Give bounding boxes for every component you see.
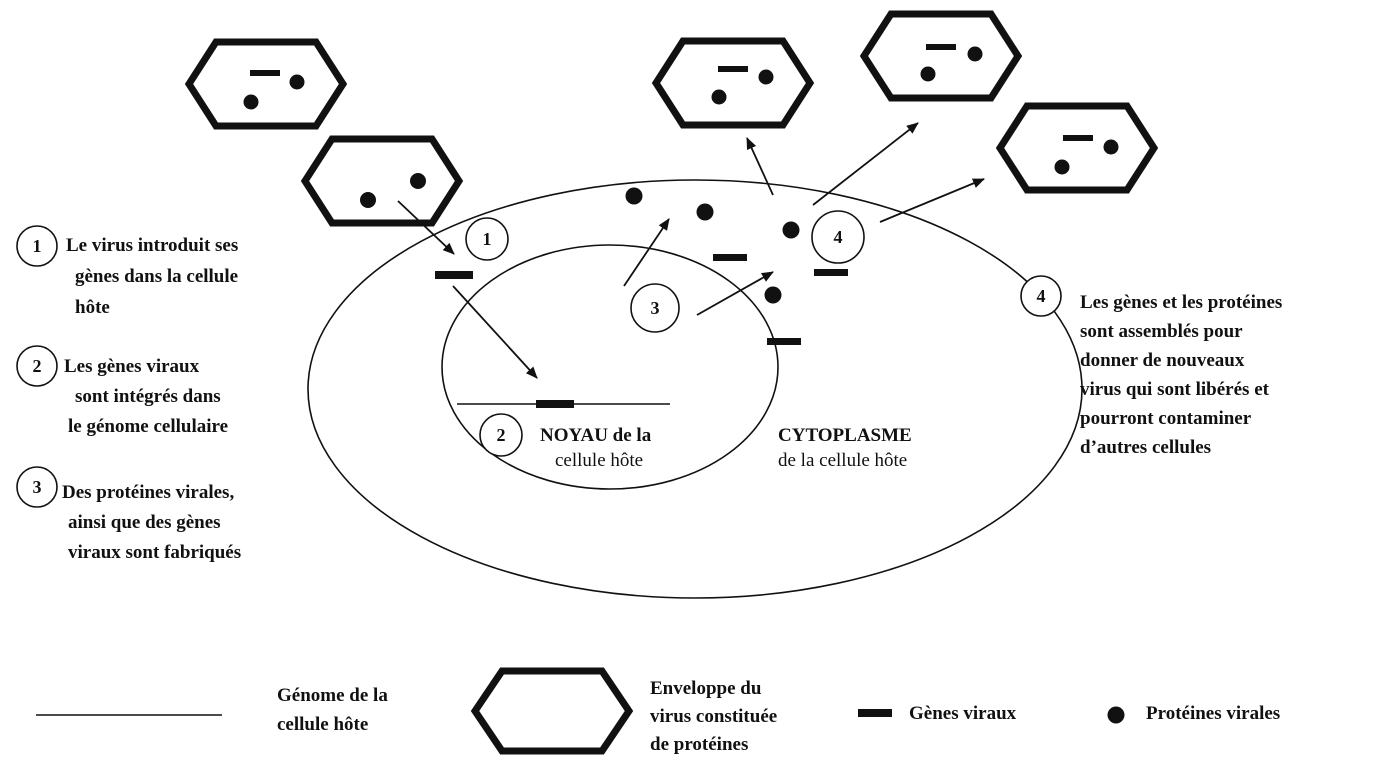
svg-text:1: 1 (483, 229, 492, 249)
arrow-step3-right (696, 271, 774, 316)
step-number-circle (16, 225, 58, 267)
svg-text:3: 3 (651, 298, 660, 318)
integrated-viral-gene (536, 400, 574, 408)
cytoplasm-label: CYTOPLASME de la cellule hôte (778, 425, 916, 471)
viral-protein (782, 221, 800, 239)
virus-envelope-entering (305, 139, 459, 223)
svg-text:4: 4 (1037, 286, 1046, 306)
viral-protein (764, 286, 782, 304)
viral-gene (1063, 135, 1093, 141)
viral-protein (360, 192, 376, 208)
legend-gene-icon (858, 709, 892, 717)
step-caption-3: 3 Des protéines virales, ainsi que des g… (16, 466, 241, 563)
viral-protein (625, 187, 643, 205)
step-number-circle (16, 466, 58, 508)
viral-protein (696, 203, 714, 221)
diagram-step-marker-2: 2 (479, 413, 523, 457)
legend-envelope-label: Enveloppe du virus constituée de protéin… (650, 678, 782, 755)
legend-protein-icon (1107, 706, 1125, 724)
svg-text:Le virus introduit ses g: Le virus introduit ses gènes dans la cel… (66, 235, 243, 318)
diagram-step-marker-1: 1 (465, 217, 509, 261)
legend-envelope-icon (470, 667, 634, 755)
viral-gene (767, 338, 801, 345)
legend: Génome de la cellule hôte Enveloppe du v… (36, 667, 1280, 755)
arrow-release-1 (746, 137, 774, 196)
nucleus-label: NOYAU de la cellule hôte (540, 425, 656, 471)
virus-envelope-new-3 (1000, 106, 1154, 190)
viral-protein (289, 74, 305, 90)
viral-gene (926, 44, 956, 50)
svg-text:3: 3 (33, 477, 42, 497)
svg-text:2: 2 (497, 425, 506, 445)
svg-text:Les gènes et les protéines: Les gènes et les protéines sont assemblé… (1080, 292, 1287, 458)
viral-protein (758, 69, 774, 85)
svg-text:Les gènes viraux sont in: Les gènes viraux sont intégrés dans le g… (64, 356, 228, 437)
viral-protein (410, 173, 426, 189)
virus-envelope-new-2 (864, 14, 1018, 98)
viral-gene (713, 254, 747, 261)
step-caption-2: 2 Les gènes viraux sont intégrés dans le… (16, 345, 228, 437)
viral-gene (435, 271, 473, 279)
svg-text:1: 1 (33, 236, 42, 256)
arrow-step3-up (623, 218, 670, 287)
arrow-release-3 (879, 178, 985, 223)
viral-protein (920, 66, 936, 82)
diagram-step-marker-3: 3 (630, 283, 680, 333)
viral-protein (711, 89, 727, 105)
viral-gene (814, 269, 848, 276)
host-cell-membrane (307, 179, 1083, 599)
virus-envelope-new-1 (656, 41, 810, 125)
step-caption-1: 1 Le virus introduit ses gènes dans la c… (16, 225, 243, 318)
legend-genome-label: Génome de la cellule hôte (277, 685, 393, 735)
step-caption-4: 4 Les gènes et les protéines sont assemb… (1020, 275, 1287, 458)
legend-proteins-label: Protéines virales (1146, 703, 1280, 724)
arrow-virus-to-cell (397, 200, 455, 255)
svg-text:2: 2 (33, 356, 42, 376)
viral-protein (1103, 139, 1119, 155)
arrow-release-2 (812, 122, 919, 206)
viral-protein (1054, 159, 1070, 175)
viral-gene (718, 66, 748, 72)
viral-gene (250, 70, 280, 76)
viral-protein (243, 94, 259, 110)
step-number-circle (1020, 275, 1062, 317)
arrow-gene-to-genome (452, 285, 538, 379)
nucleus-membrane (441, 244, 779, 490)
legend-genes-label: Gènes viraux (909, 703, 1017, 724)
viral-protein (967, 46, 983, 62)
svg-text:4: 4 (834, 227, 843, 247)
svg-text:Des protéines virales, a: Des protéines virales, ainsi que des gèn… (62, 482, 241, 563)
diagram-step-marker-4: 4 (811, 210, 865, 264)
step-number-circle (16, 345, 58, 387)
virus-envelope-top-left (189, 42, 343, 126)
